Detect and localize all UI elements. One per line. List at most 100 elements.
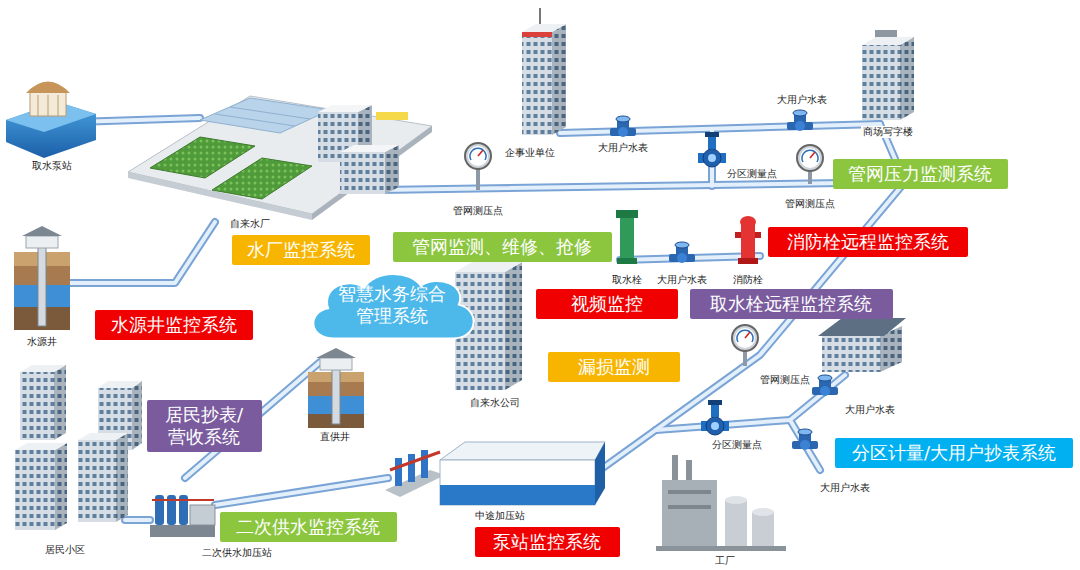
mall-building-part: [862, 37, 914, 45]
factory-part: [668, 490, 711, 494]
customer-building: [818, 318, 906, 372]
secondary-booster-station-part: [150, 525, 215, 537]
part-label: 企事业单位: [503, 147, 557, 159]
factory-part: [656, 546, 786, 551]
customer-building-part: [818, 318, 906, 336]
box-text: 二次供水监控系统: [230, 516, 387, 538]
part-label: 直供井: [318, 431, 352, 443]
meters-part: [787, 110, 813, 131]
water-plant-part: [376, 112, 408, 120]
factory-part: [752, 508, 774, 516]
source-well-part: [38, 246, 46, 326]
direct-supply-well: [308, 348, 364, 428]
factory-part: [668, 505, 711, 509]
part-label: 管网测压点: [451, 205, 505, 217]
residential-buildings-part: [116, 433, 128, 522]
residential-buildings-part: [20, 365, 66, 372]
residential-buildings-part: [98, 381, 142, 388]
customer-building-part: [822, 336, 880, 372]
hydrant-symbols-part: [617, 258, 637, 264]
system-label-box: 分区计量/大用户抄表系统: [835, 438, 1073, 468]
part-label: 分区测量点: [725, 168, 779, 180]
water-company-building-part: [455, 262, 522, 272]
part-label: 二次供水加压站: [200, 547, 274, 559]
pressure-gauges-part: [797, 145, 823, 171]
part-label: 取水泵站: [30, 160, 74, 172]
system-label-box: 泵站监控系统: [475, 527, 620, 557]
system-label-box: 水厂监控系统: [232, 235, 370, 265]
residential-buildings-part: [132, 381, 142, 450]
part-label: 消防栓: [731, 274, 765, 286]
water-plant-part: [215, 114, 295, 126]
midway-booster-station-part: [440, 442, 605, 460]
factory-part: [686, 460, 692, 482]
part-label: 大用户水表: [596, 142, 650, 154]
system-label-box: 消防栓远程监控系统: [768, 227, 968, 257]
hydrant-symbols-part: [738, 258, 758, 264]
office-building-part: [522, 24, 566, 32]
office-building-part: [552, 24, 566, 135]
box-text: 取水栓远程监控系统: [700, 293, 883, 315]
midway-booster-station-part: [421, 450, 428, 478]
box-text: 管网压力监测系统: [843, 163, 998, 185]
midway-booster-station-part: [390, 452, 440, 470]
intake-pump-station-part: [26, 82, 70, 94]
intake-pump-station-part: [38, 95, 39, 116]
midway-booster-station-part: [408, 454, 415, 482]
box-text: 分区计量/大用户抄表系统: [845, 442, 1063, 464]
intake-pump-station-part: [58, 95, 59, 116]
box-text: 智慧水务综合管理系统: [330, 283, 454, 326]
system-label-box: 取水栓远程监控系统: [690, 289, 893, 319]
hydrant-symbols-part: [740, 216, 756, 228]
cloud-node: 智慧水务综合管理系统: [304, 267, 480, 342]
direct-supply-well-part: [332, 366, 340, 424]
direct-supply-well-part: [320, 358, 352, 370]
hydrant-symbols-part: [616, 210, 638, 218]
part-label: 水源井: [25, 336, 59, 348]
office-building-part: [522, 32, 552, 135]
water-plant-part: [340, 145, 399, 152]
box-text: 水源井监控系统: [105, 314, 243, 336]
midway-booster-station-part: [595, 442, 605, 505]
residential-buildings: [15, 365, 142, 530]
box-text: 水厂监控系统: [242, 239, 360, 261]
box-text: 视频监控: [546, 293, 668, 315]
water-plant-part: [128, 96, 432, 214]
office-building: [522, 8, 566, 135]
system-label-box: 漏损监测: [548, 352, 680, 382]
box-text: 管网监测、维修、抢修: [403, 236, 602, 258]
part-label: 大用户水表: [818, 482, 872, 494]
part-label: 大用户水表: [775, 94, 829, 106]
source-well-part: [22, 226, 62, 236]
office-building-part: [522, 32, 552, 37]
residential-buildings-part: [54, 365, 66, 440]
part-label: 自来水厂: [228, 218, 272, 230]
box-text: 消防栓远程监控系统: [778, 231, 958, 253]
factory-part: [725, 496, 747, 504]
secondary-booster-station-part: [190, 505, 215, 525]
water-plant-part: [150, 137, 255, 178]
box-text: 居民抄表/营收系统: [160, 404, 248, 447]
cloud-outline: [313, 274, 473, 338]
part-label: 中途加压站: [473, 510, 527, 522]
box-text: 漏损监测: [558, 356, 670, 378]
meters-part: [792, 429, 818, 450]
pressure-gauges-part: [465, 143, 491, 169]
residential-buildings-part: [20, 372, 54, 440]
residential-buildings-part: [78, 440, 116, 522]
residential-buildings-part: [15, 450, 55, 530]
system-label-box: 二次供水监控系统: [220, 512, 397, 542]
pressure-gauges-part: [732, 325, 758, 351]
meters-part: [701, 400, 729, 435]
meters-part: [698, 132, 726, 167]
meters-part: [669, 242, 695, 263]
water-company-building-part: [505, 262, 522, 390]
source-well-part: [26, 236, 58, 248]
midway-booster-station-part: [395, 458, 402, 486]
part-label: 大用户水表: [843, 404, 897, 416]
part-label: 居民小区: [43, 544, 87, 556]
secondary-booster-station: [150, 495, 215, 537]
water-plant: [128, 96, 432, 220]
box-text: 泵站监控系统: [485, 531, 610, 553]
